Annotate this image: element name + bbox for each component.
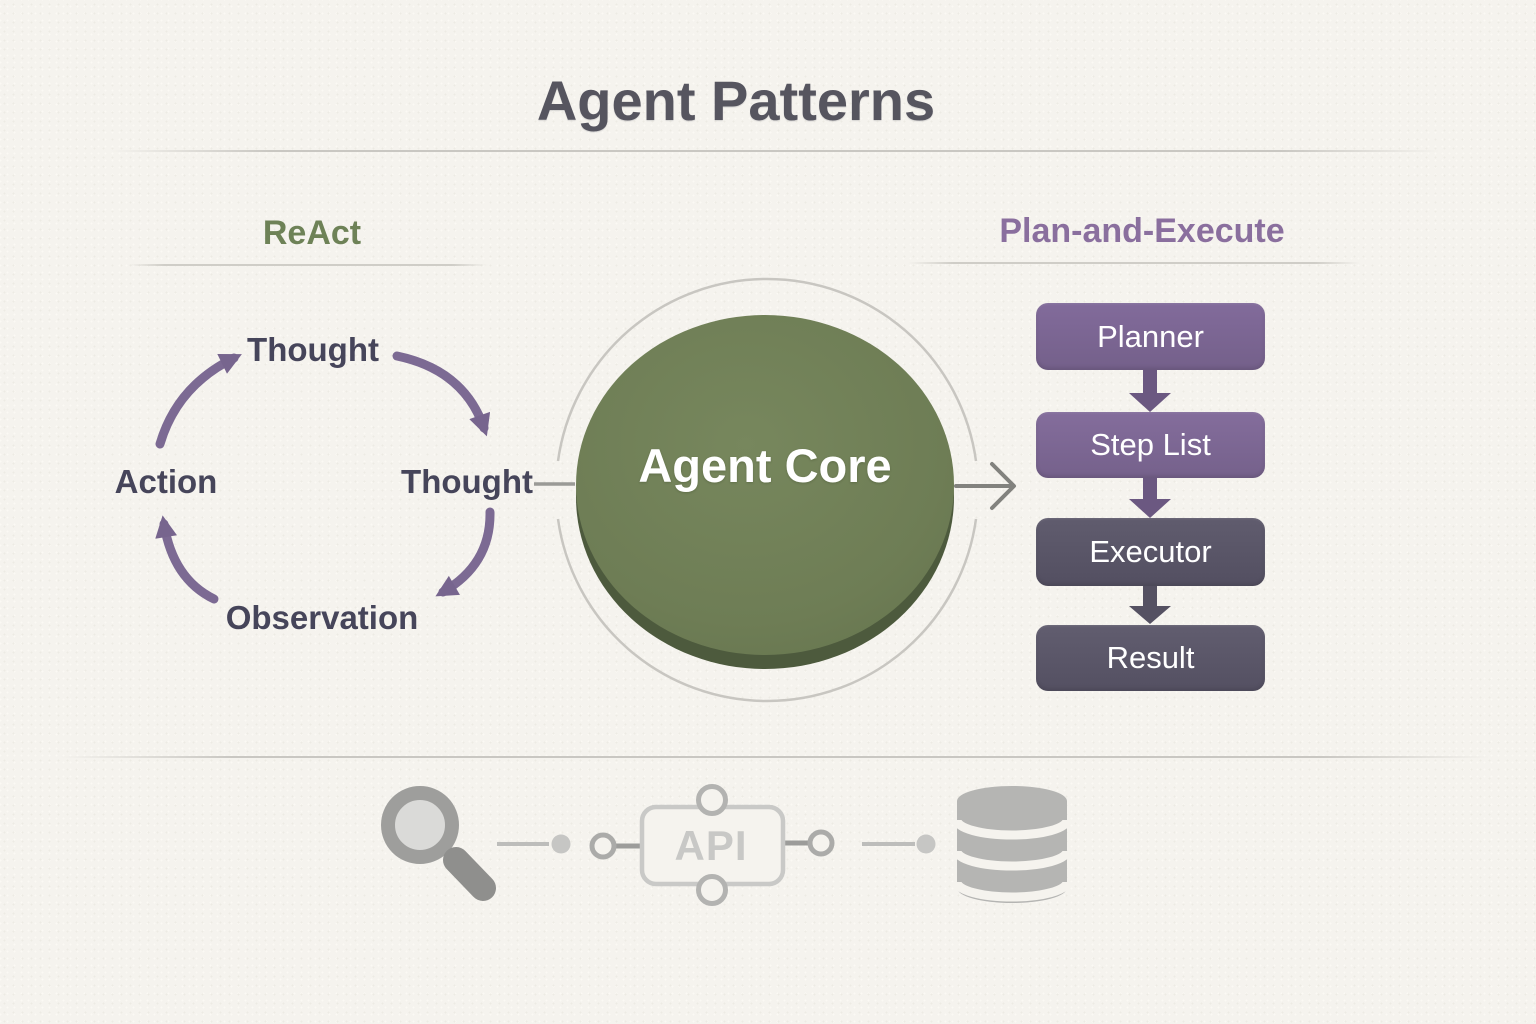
page-title: Agent Patterns bbox=[536, 69, 936, 132]
bottom-divider bbox=[60, 756, 1490, 758]
magnifier-lens bbox=[381, 786, 459, 864]
plan-step-planner: Planner bbox=[1036, 303, 1265, 370]
cycle-node-thought-top: Thought bbox=[247, 331, 379, 368]
api-node-icon bbox=[589, 784, 835, 906]
flow-arrow-executor-to-result bbox=[1129, 585, 1171, 624]
flow-arrow-steplist-to-executor bbox=[1129, 477, 1171, 518]
database-separator-3 bbox=[952, 881, 1072, 902]
footer-connector-left bbox=[497, 834, 571, 854]
plan-section-heading: Plan-and-Execute bbox=[999, 212, 1285, 250]
magnifier-handle bbox=[443, 847, 496, 901]
agent-core-label-line1: Agent bbox=[638, 439, 772, 492]
database-separator-2 bbox=[952, 850, 1072, 871]
plan-step-executor-label: Executor bbox=[1089, 534, 1212, 569]
cycle-node-observation: Observation bbox=[225, 599, 419, 636]
cycle-arrow-observation-to-action bbox=[155, 515, 219, 604]
agent-core-label-line2: Core bbox=[784, 439, 892, 492]
plan-step-planner-label: Planner bbox=[1097, 319, 1204, 354]
footer-connector-right-dot bbox=[916, 834, 936, 854]
database-body bbox=[957, 786, 1067, 903]
cycle-arrow-action-to-thought bbox=[155, 353, 242, 449]
api-node-left bbox=[589, 832, 617, 860]
connector-arrowhead-icon bbox=[990, 462, 1016, 510]
agent-core-ring-top-arc bbox=[556, 277, 978, 462]
plan-heading-underline bbox=[908, 262, 1360, 264]
connector-core-to-plan-arrow bbox=[954, 462, 1016, 510]
agent-core-label: Agent Core bbox=[615, 438, 915, 494]
cycle-node-action: Action bbox=[114, 463, 218, 500]
react-heading-underline bbox=[128, 264, 488, 266]
database-icon bbox=[952, 786, 1072, 903]
plan-step-executor: Executor bbox=[1036, 518, 1265, 586]
api-node-bottom bbox=[696, 874, 728, 906]
cycle-node-thought-right: Thought bbox=[401, 463, 533, 500]
api-node-top bbox=[696, 784, 728, 816]
api-node-right bbox=[807, 829, 835, 857]
react-cycle-arrows bbox=[155, 351, 495, 604]
agent-core-circle bbox=[576, 315, 954, 655]
magnifier-icon bbox=[381, 786, 496, 901]
plan-step-steplist: Step List bbox=[1036, 412, 1265, 478]
plan-step-result: Result bbox=[1036, 625, 1265, 691]
cycle-arrow-thought-to-observation bbox=[435, 507, 495, 597]
react-section-heading: ReAct bbox=[262, 214, 362, 252]
cycle-arrow-thought-to-thought bbox=[392, 351, 491, 437]
plan-step-result-label: Result bbox=[1106, 640, 1195, 675]
flow-arrow-planner-to-steplist bbox=[1129, 369, 1171, 412]
plan-step-steplist-label: Step List bbox=[1090, 427, 1211, 462]
database-separator-1 bbox=[952, 819, 1072, 840]
footer-connector-right bbox=[862, 834, 936, 854]
agent-core-ring bbox=[556, 277, 978, 703]
top-divider bbox=[110, 150, 1440, 152]
agent-core-ring-bottom-arc bbox=[556, 518, 978, 703]
footer-connector-left-dot bbox=[551, 834, 571, 854]
api-label: API bbox=[674, 822, 748, 869]
